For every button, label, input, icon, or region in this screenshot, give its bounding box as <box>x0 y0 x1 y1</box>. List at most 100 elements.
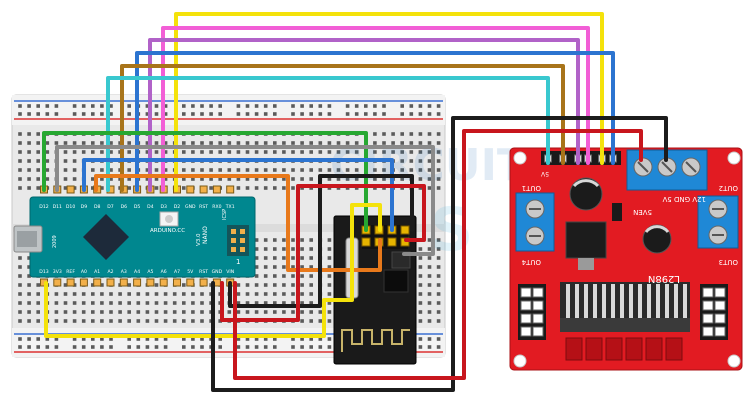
capacitor-small <box>642 224 672 254</box>
breadboard-hole <box>36 168 40 172</box>
breadboard-hole <box>191 301 195 305</box>
breadboard-hole <box>127 292 131 296</box>
breadboard-hole <box>327 256 332 260</box>
breadboard-hole <box>163 177 168 181</box>
breadboard-hole <box>145 141 150 145</box>
breadboard-hole <box>91 186 95 190</box>
breadboard-hole <box>418 150 423 154</box>
breadboard-hole <box>54 112 59 116</box>
breadboard-hole <box>18 159 22 163</box>
breadboard-hole <box>72 104 77 108</box>
breadboard-hole <box>91 319 95 323</box>
breadboard-hole <box>327 238 332 242</box>
breadboard-hole <box>327 112 332 116</box>
nano-pin-label: D10 <box>66 204 75 210</box>
breadboard-hole <box>418 256 423 260</box>
breadboard-hole <box>45 141 50 145</box>
breadboard-hole <box>100 345 104 349</box>
breadboard-hole <box>254 310 259 314</box>
breadboard-hole <box>245 310 250 314</box>
breadboard-hole <box>72 319 77 323</box>
breadboard-hole <box>327 345 332 349</box>
breadboard-hole <box>100 186 104 190</box>
breadboard-hole <box>291 283 295 287</box>
wire-brown <box>120 64 565 192</box>
breadboard-hole <box>318 168 323 172</box>
breadboard-hole <box>172 301 177 305</box>
breadboard-hole <box>118 292 122 296</box>
breadboard-hole <box>354 112 359 116</box>
breadboard-hole <box>263 337 268 341</box>
breadboard-hole <box>154 150 159 154</box>
breadboard-hole <box>373 177 377 181</box>
heatsink-fin <box>665 284 669 320</box>
breadboard-hole <box>282 177 286 181</box>
breadboard-hole <box>427 150 432 154</box>
breadboard-hole <box>127 301 131 305</box>
nano-pin <box>133 278 142 287</box>
breadboard-hole <box>418 301 423 305</box>
nano-pin-label: D6 <box>121 204 128 210</box>
breadboard-hole <box>373 112 377 116</box>
breadboard-hole <box>18 104 22 108</box>
breadboard-hole <box>273 345 277 349</box>
breadboard-hole <box>182 177 186 181</box>
breadboard-hole <box>418 283 423 287</box>
breadboard-hole <box>263 310 268 314</box>
driver-5ven-label: 5VEN <box>633 208 652 216</box>
breadboard-hole <box>327 265 332 269</box>
breadboard-hole <box>100 310 104 314</box>
breadboard-hole <box>327 104 332 108</box>
nano-pin-label: D7 <box>107 204 114 210</box>
driver-side-pin <box>702 326 714 337</box>
mounting-hole <box>513 151 527 165</box>
breadboard-hole <box>18 150 22 154</box>
breadboard-hole <box>100 292 104 296</box>
breadboard-hole <box>273 238 277 242</box>
wire-red-driver <box>233 129 643 380</box>
breadboard-hole <box>418 159 423 163</box>
breadboard-hole <box>36 104 40 108</box>
breadboard-hole <box>300 337 304 341</box>
breadboard-hole <box>282 150 286 154</box>
breadboard-hole <box>18 274 22 278</box>
breadboard-hole <box>282 301 286 305</box>
breadboard-hole <box>400 112 404 116</box>
nano-pin-label: 5V <box>187 269 194 275</box>
breadboard-hole <box>291 168 295 172</box>
breadboard-hole <box>291 150 295 154</box>
driver-pad <box>625 337 643 361</box>
breadboard-hole <box>418 265 423 269</box>
breadboard-hole <box>200 177 204 181</box>
heatsink-fin <box>638 284 642 320</box>
breadboard-hole <box>109 310 113 314</box>
breadboard-hole <box>127 319 131 323</box>
driver-side-pin <box>702 313 714 324</box>
breadboard-hole <box>118 319 122 323</box>
breadboard-hole <box>18 292 22 296</box>
breadboard-hole <box>236 337 241 341</box>
arduino-version: V3.0 <box>196 233 202 246</box>
breadboard-hole <box>18 168 22 172</box>
terminal-out4 <box>697 195 739 249</box>
breadboard-hole <box>27 168 31 172</box>
breadboard-hole <box>436 159 441 163</box>
breadboard-hole <box>154 283 159 287</box>
breadboard-hole <box>200 141 204 145</box>
nano-pin <box>106 278 115 287</box>
breadboard-hole <box>163 150 168 154</box>
terminal-out1 <box>515 192 555 252</box>
breadboard-hole <box>354 104 359 108</box>
breadboard-hole <box>109 301 113 305</box>
breadboard-hole <box>427 345 432 349</box>
breadboard-hole <box>427 104 432 108</box>
breadboard-hole <box>263 292 268 296</box>
breadboard-hole <box>263 274 268 278</box>
breadboard-hole <box>200 150 204 154</box>
breadboard-hole <box>136 301 141 305</box>
breadboard-hole <box>254 292 259 296</box>
breadboard-hole <box>236 168 241 172</box>
breadboard-hole <box>91 310 95 314</box>
breadboard-hole <box>436 274 441 278</box>
